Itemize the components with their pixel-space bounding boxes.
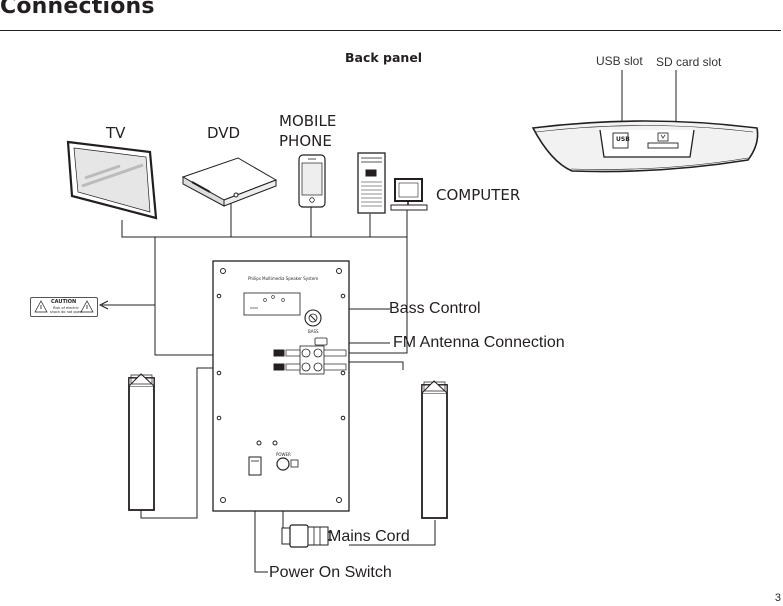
computer-label: COMPUTER: [436, 186, 521, 204]
fm-antenna-callout: FM Antenna Connection: [393, 334, 565, 351]
power-socket-icon: [276, 457, 290, 471]
title-rule: [0, 30, 781, 31]
caution-title: CAUTION: [51, 299, 77, 305]
usb-slot-icon: [612, 132, 629, 149]
usb-marking: USB: [616, 136, 630, 143]
warning-triangle-icon: [34, 300, 94, 313]
power-label: POWER: [276, 452, 291, 457]
sd-card-slot-label: SD card slot: [656, 55, 722, 69]
right-speaker-icon: [421, 380, 448, 519]
caution-text: Risk of electric shock do not open: [49, 306, 83, 314]
page-title: Connections: [0, 0, 155, 19]
mobile-phone-icon: [298, 154, 326, 208]
back-panel-unit: [531, 120, 759, 173]
sd-card-slot-icon: [647, 142, 679, 149]
power-switch-icon: [248, 456, 262, 476]
caution-label: CAUTION Risk of electric shock do not op…: [30, 297, 98, 317]
subwoofer-panel-title: Philips Multimedia Speaker System: [248, 276, 319, 281]
dvd-icon: [181, 157, 278, 207]
mains-plug-icon: [281, 524, 332, 548]
back-panel-caption: Back panel: [345, 50, 423, 65]
subwoofer-panel: [212, 260, 350, 512]
mobile-phone-label-line2: PHONE: [279, 132, 332, 150]
bass-knob-label: BASS: [308, 329, 319, 334]
mains-cord-callout: Mains Cord: [328, 528, 410, 545]
device-bus-line: [121, 210, 408, 238]
mobile-phone-label-line1: MOBILE: [279, 112, 337, 130]
page-number: 3: [774, 592, 781, 604]
computer-monitor-icon: [390, 178, 428, 211]
tv-label: TV: [106, 124, 126, 142]
dvd-label: DVD: [207, 124, 241, 142]
computer-tower-icon: [357, 152, 386, 214]
power-switch-callout: Power On Switch: [269, 564, 392, 581]
bass-control-callout: Bass Control: [389, 300, 481, 317]
usb-slot-label: USB slot: [596, 54, 643, 68]
fm-antenna-jack-icon: [314, 337, 328, 346]
left-speaker-icon: [128, 373, 155, 511]
tv-icon: [66, 140, 158, 220]
